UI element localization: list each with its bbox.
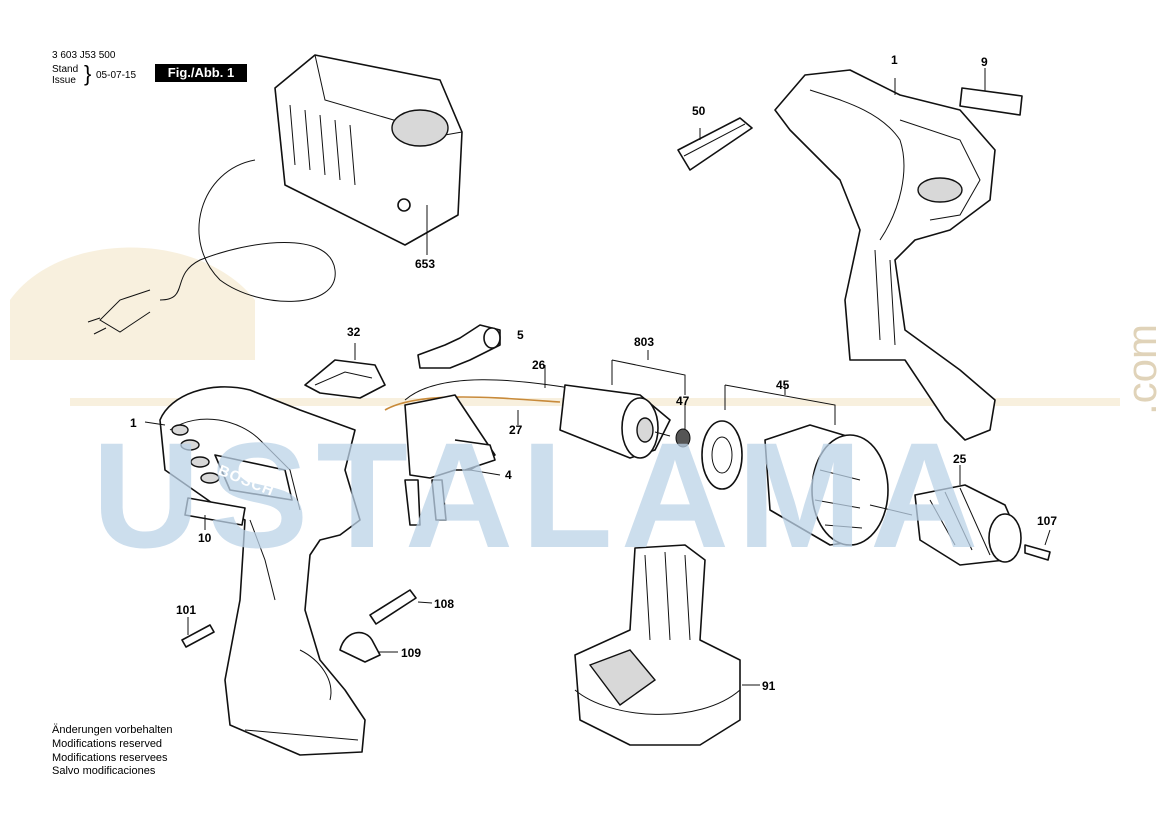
bit-holder-part — [339, 631, 398, 663]
figure-label: Fig./Abb. 1 — [155, 64, 247, 82]
note-line: Salvo modificaciones — [52, 765, 156, 778]
wire-harness-part — [384, 365, 571, 425]
chuck-part — [869, 465, 1022, 566]
callout-109: 109 — [401, 646, 422, 660]
callout-25: 25 — [953, 452, 967, 466]
callout-27: 27 — [509, 423, 523, 437]
switch-part — [404, 394, 501, 526]
issue-date: 05-07-15 — [96, 70, 137, 81]
housing-screw-part — [181, 617, 215, 648]
watermark-side-text: .com — [1118, 323, 1165, 415]
pinion-part — [675, 405, 691, 448]
callout-32: 32 — [347, 325, 361, 339]
callout-101: 101 — [176, 603, 197, 617]
button-part — [417, 324, 501, 369]
callout-107: 107 — [1037, 514, 1058, 528]
part-code: 3 603 J53 500 — [52, 50, 116, 61]
modification-notes: Änderungen vorbehalten Modifications res… — [52, 724, 172, 779]
switch-cover-part — [304, 343, 386, 399]
callout-4: 4 — [505, 468, 512, 482]
note-line: Änderungen vorbehalten — [52, 724, 173, 736]
callout-10: 10 — [198, 531, 212, 545]
clip-part — [677, 117, 753, 171]
callout-45: 45 — [776, 378, 790, 392]
housing-half-right-part — [774, 68, 996, 441]
motor-part — [559, 350, 686, 459]
chuck-screw-part — [1024, 529, 1051, 561]
brace-icon: } — [84, 61, 92, 86]
callout-108: 108 — [434, 597, 455, 611]
callout-1-left: 1 — [130, 416, 137, 430]
callout-653: 653 — [415, 257, 436, 271]
callout-9: 9 — [981, 55, 988, 69]
callout-91: 91 — [762, 679, 776, 693]
callout-5: 5 — [517, 328, 524, 342]
callout-47: 47 — [676, 394, 690, 408]
label-sticker-part — [959, 87, 1023, 116]
battery-pack-part — [574, 544, 760, 746]
callout-50: 50 — [692, 104, 706, 118]
watermark-text: USTALAMA — [92, 411, 987, 579]
screwdriver-bit-part — [369, 589, 433, 625]
stand-label: Stand — [52, 64, 79, 75]
housing-half-left-part — [144, 386, 366, 756]
side-label-part — [184, 497, 246, 530]
charger-part — [87, 54, 463, 335]
note-line: Modifications reserved — [52, 737, 163, 750]
callout-1-top: 1 — [891, 53, 898, 67]
callout-26: 26 — [532, 358, 546, 372]
gearbox-part — [701, 384, 889, 546]
callout-803: 803 — [634, 335, 655, 349]
issue-label: Issue — [52, 75, 76, 86]
note-line: Modifications reservees — [52, 751, 168, 764]
